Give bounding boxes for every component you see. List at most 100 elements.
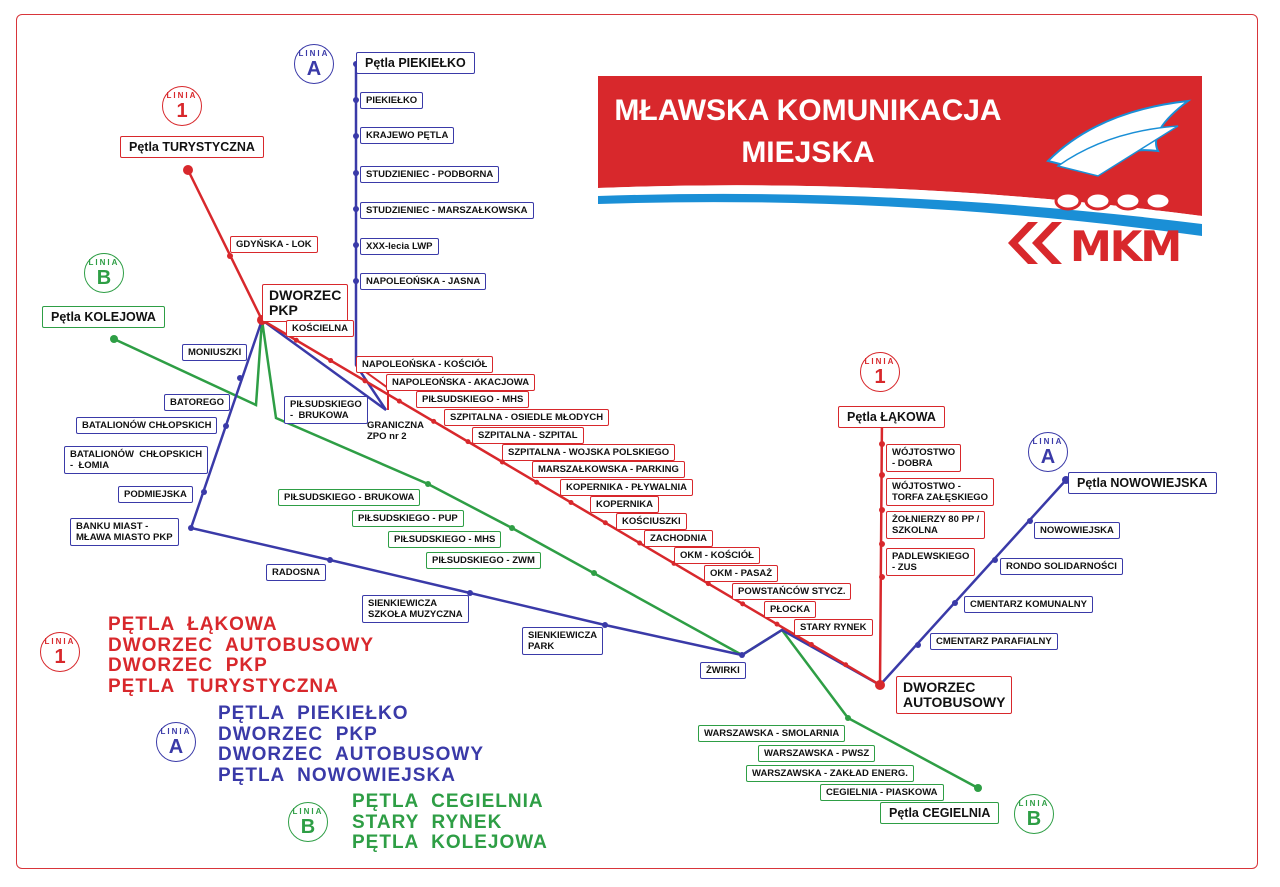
stop-graniczna[interactable]: GRANICZNA ZPO nr 2 bbox=[367, 420, 424, 442]
stop[interactable]: STUDZIENIEC - PODBORNA bbox=[360, 166, 500, 183]
badge-label: LINIA bbox=[44, 637, 76, 646]
stop[interactable]: MONIUSZKI bbox=[182, 344, 248, 361]
stop-dot bbox=[740, 601, 746, 607]
stop[interactable]: SZPITALNA - WOJSKA POLSKIEGO bbox=[502, 444, 676, 461]
stop[interactable]: PŁOCKA bbox=[764, 601, 817, 618]
stop-dot bbox=[879, 574, 885, 580]
stop[interactable]: SIENKIEWICZA PARK bbox=[522, 627, 604, 655]
stop[interactable]: OKM - PASAŻ bbox=[704, 565, 779, 582]
stop[interactable]: NOWOWIEJSKA bbox=[1034, 522, 1120, 539]
stop[interactable]: MARSZAŁKOWSKA - PARKING bbox=[532, 461, 685, 478]
stop[interactable]: KOPERNIKA - PŁYWALNIA bbox=[560, 479, 694, 496]
stop[interactable]: PADLEWSKIEGO - ZUS bbox=[886, 548, 976, 576]
stop-dot bbox=[362, 378, 368, 384]
stop-dot bbox=[353, 97, 359, 103]
stop[interactable]: SZPITALNA - SZPITAL bbox=[472, 427, 584, 444]
stop[interactable]: WARSZAWSKA - PWSZ bbox=[758, 745, 876, 762]
stop[interactable]: SZPITALNA - OSIEDLE MŁODYCH bbox=[444, 409, 610, 426]
stop[interactable]: PIŁSUDSKIEGO - ZWM bbox=[426, 552, 541, 569]
line-b-route bbox=[113, 319, 979, 790]
stop-dot bbox=[602, 520, 608, 526]
stop[interactable]: PIŁSUDSKIEGO - MHS bbox=[416, 391, 530, 408]
badge-number: 1 bbox=[54, 646, 66, 668]
stop[interactable]: NAPOLEOŃSKA - JASNA bbox=[360, 273, 487, 290]
terminus-nowowiejska[interactable]: Pętla NOWOWIEJSKA bbox=[1068, 472, 1217, 494]
logo-text: MKM bbox=[1070, 222, 1182, 271]
stop[interactable]: CMENTARZ PARAFIALNY bbox=[930, 633, 1058, 650]
stop[interactable]: POWSTAŃCÓW STYCZ. bbox=[732, 583, 852, 600]
stop-dot bbox=[1027, 518, 1033, 524]
stop[interactable]: KRAJEWO PĘTLA bbox=[360, 127, 455, 144]
stop[interactable]: KOPERNIKA bbox=[590, 496, 660, 513]
stop[interactable]: WÓJTOSTWO - DOBRA bbox=[886, 444, 962, 472]
stop-dot bbox=[465, 439, 471, 445]
terminus-piekielko[interactable]: Pętla PIEKIEŁKO bbox=[356, 52, 475, 74]
stop[interactable]: BATOREGO bbox=[164, 394, 231, 411]
stop[interactable]: OKM - KOŚCIÓŁ bbox=[674, 547, 760, 564]
stop-dot bbox=[879, 541, 885, 547]
stop[interactable]: BANKU MIAST - MŁAWA MIASTO PKP bbox=[70, 518, 179, 546]
stop[interactable]: RONDO SOLIDARNOŚCI bbox=[1000, 558, 1123, 575]
stop[interactable]: STARY RYNEK bbox=[794, 619, 873, 636]
stop[interactable]: ŻOŁNIERZY 80 PP / SZKOLNA bbox=[886, 511, 986, 539]
stop-dot bbox=[879, 441, 885, 447]
badge-number: B bbox=[1026, 808, 1042, 830]
stop[interactable]: STUDZIENIEC - MARSZAŁKOWSKA bbox=[360, 202, 534, 219]
stop[interactable]: ŻWIRKI bbox=[700, 662, 746, 679]
hub-dworzec-autobusowy[interactable]: DWORZEC AUTOBUSOWY bbox=[896, 676, 1013, 714]
stop-dot bbox=[774, 621, 780, 627]
stop-dot bbox=[293, 337, 299, 343]
stop-dot bbox=[879, 507, 885, 513]
stop-dot bbox=[974, 784, 982, 792]
stop-dot bbox=[845, 715, 851, 721]
banner-title-line1: MŁAWSKA KOMUNIKACJA bbox=[614, 94, 1002, 127]
stop[interactable]: RADOSNA bbox=[266, 564, 327, 581]
stop[interactable]: KOŚCIELNA bbox=[286, 320, 354, 337]
stop-dot bbox=[110, 335, 118, 343]
legend-line-b: PĘTLA CEGIELNIA STARY RYNEK PĘTLA KOLEJO… bbox=[352, 791, 548, 853]
stop[interactable]: PIŁSUDSKIEGO - BRUKOWA bbox=[284, 396, 368, 424]
stop[interactable]: PIŁSUDSKIEGO - PUP bbox=[352, 510, 464, 527]
stop[interactable]: BATALIONÓW CHŁOPSKICH - ŁOMIA bbox=[64, 446, 209, 474]
terminus-kolejowa[interactable]: Pętla KOLEJOWA bbox=[42, 306, 165, 328]
stop[interactable]: CMENTARZ KOMUNALNY bbox=[964, 596, 1093, 613]
stop[interactable]: XXX-lecia LWP bbox=[360, 238, 439, 255]
terminus-turystyczna[interactable]: Pętla TURYSTYCZNA bbox=[120, 136, 264, 158]
stop-dot bbox=[739, 652, 745, 658]
stop-dot bbox=[396, 398, 402, 404]
badge-number: A bbox=[1040, 446, 1056, 468]
stop[interactable]: SIENKIEWICZA SZKOŁA MUZYCZNA bbox=[362, 595, 469, 623]
stop[interactable]: BATALIONÓW CHŁOPSKICH bbox=[76, 417, 218, 434]
stop[interactable]: CEGIELNIA - PIASKOWA bbox=[820, 784, 944, 801]
stop[interactable]: PIEKIEŁKO bbox=[360, 92, 424, 109]
badge-number: 1 bbox=[176, 100, 188, 122]
stop-dot bbox=[568, 500, 574, 505]
stop[interactable]: NAPOLEOŃSKA - KOŚCIÓŁ bbox=[356, 356, 494, 373]
stop[interactable]: ZACHODNIA bbox=[644, 530, 713, 547]
stop-dot bbox=[602, 622, 608, 628]
stop[interactable]: GDYŃSKA - LOK bbox=[230, 236, 318, 253]
stop-dot bbox=[425, 481, 431, 487]
stop[interactable]: WÓJTOSTWO - TORFA ZAŁĘSKIEGO bbox=[886, 478, 995, 506]
badge-number: A bbox=[306, 58, 322, 80]
hub-dworzec-pkp[interactable]: DWORZEC PKP bbox=[262, 284, 349, 322]
stop-dot bbox=[328, 358, 334, 364]
stop[interactable]: PODMIEJSKA bbox=[118, 486, 193, 503]
badge-label: LINIA bbox=[292, 807, 324, 816]
stop[interactable]: WARSZAWSKA - ZAKŁAD ENERG. bbox=[746, 765, 914, 782]
stop-dot bbox=[705, 581, 711, 587]
terminus-lakowa[interactable]: Pętla ŁĄKOWA bbox=[838, 406, 945, 428]
legend-line-a: PĘTLA PIEKIEŁKO DWORZEC PKP DWORZEC AUTO… bbox=[218, 703, 484, 786]
stop[interactable]: PIŁSUDSKIEGO - MHS bbox=[388, 531, 502, 548]
terminus-cegielnia[interactable]: Pętla CEGIELNIA bbox=[880, 802, 1000, 824]
stop[interactable]: WARSZAWSKA - SMOLARNIA bbox=[698, 725, 846, 742]
stop-dot bbox=[534, 479, 540, 485]
stop[interactable]: NAPOLEOŃSKA - AKACJOWA bbox=[386, 374, 536, 391]
stop[interactable]: PIŁSUDSKIEGO - BRUKOWA bbox=[278, 489, 421, 506]
stop[interactable]: KOŚCIUSZKI bbox=[616, 513, 687, 530]
